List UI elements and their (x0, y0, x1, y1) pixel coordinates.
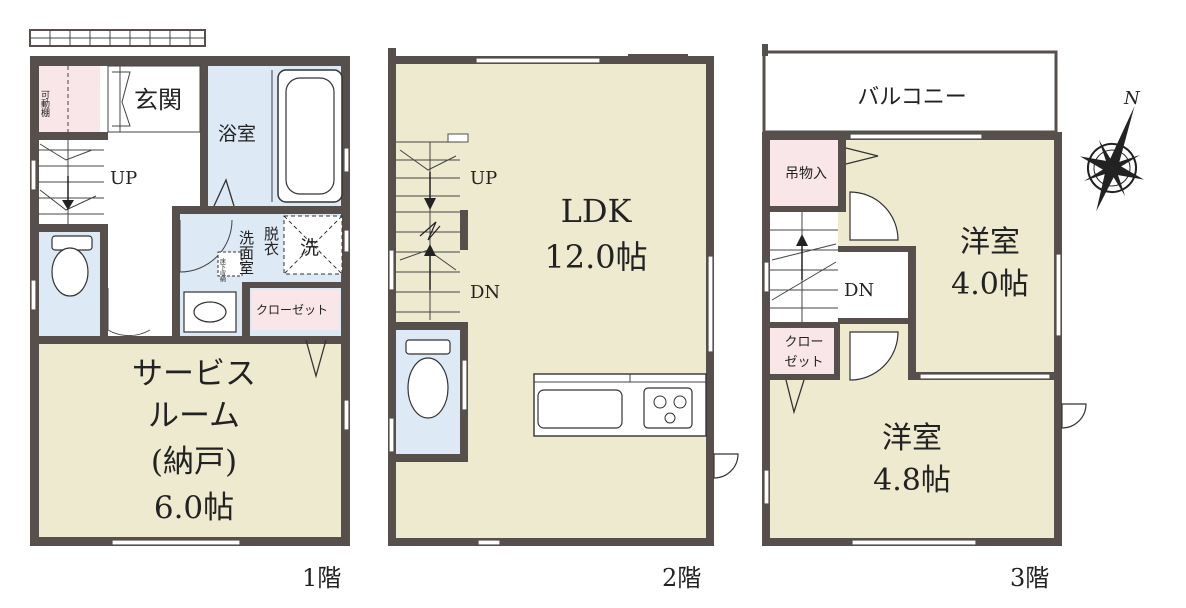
washer-label: 洗 (300, 237, 319, 259)
service-room-label-1: サービス (132, 356, 256, 392)
dressing-label: 脱衣 (262, 226, 280, 256)
compass-rose-icon (1080, 105, 1144, 212)
room-b-name: 洋室 (882, 421, 942, 456)
stairs-2-up-label: UP (470, 168, 497, 189)
ldk-size: 12.0帖 (544, 238, 647, 276)
toilet-2 (405, 339, 451, 419)
floor-1-label: 1階 (302, 564, 341, 592)
hanging-storage-floor (770, 140, 842, 206)
hanging-storage-label: 吊物入 (785, 166, 827, 182)
toilet-1 (51, 235, 93, 297)
service-room-label-3: (納戸) (151, 444, 237, 480)
closet-3-floor (770, 326, 838, 376)
room-a-size: 4.0帖 (951, 267, 1029, 302)
stairs-2 (396, 141, 460, 320)
balcony (762, 50, 1058, 134)
shelf-floor (38, 66, 100, 132)
closet-3-label-2: ゼット (784, 355, 823, 370)
floor-3: バルコニー 吊物入 DN クロー ゼット 洋室 4.0帖 洋室 4.8帖 3階 (762, 44, 1087, 592)
compass-north-label: N (1123, 88, 1141, 109)
closet-1-floor (252, 290, 340, 330)
entrance-label: 玄関 (134, 86, 182, 114)
kitchen-counter (533, 373, 707, 437)
stairs-3 (770, 212, 838, 322)
ldk-floor (396, 64, 706, 540)
bathroom-label: 浴室 (218, 123, 256, 145)
stairs-1 (38, 140, 104, 224)
room-a-name: 洋室 (960, 225, 1020, 260)
service-room-floor (38, 343, 348, 540)
shelf-label: 可動棚 (39, 90, 50, 118)
stairs-2-down-label: DN (470, 282, 500, 303)
closet-1-label: クローゼット (256, 303, 328, 317)
kitchen-sink (537, 389, 623, 429)
room-b-size: 4.8帖 (873, 463, 951, 498)
stairs-3-down-label: DN (844, 280, 874, 301)
balcony-label: バルコニー (857, 85, 967, 110)
stove-icon (643, 387, 693, 429)
floor-1: 可動棚 玄関 浴室 洗面室 脱衣 洗 床下収納 クローゼット UP サービス ル… (29, 29, 350, 592)
floor-2: UP DN LDK 12.0帖 2階 (388, 48, 739, 592)
underfloor-label: 床下収納 (219, 257, 226, 283)
service-room-label-2: ルーム (148, 398, 240, 434)
ldk-name: LDK (561, 192, 633, 230)
service-room-size: 6.0帖 (154, 490, 234, 526)
floor-2-label: 2階 (662, 564, 701, 592)
washer-space (283, 215, 343, 275)
floor-3-label: 3階 (1010, 564, 1049, 592)
stairs-1-up-label: UP (110, 168, 137, 189)
closet-3-label-1: クロー (784, 335, 823, 350)
porch-rail (29, 29, 206, 47)
bathtub (277, 69, 343, 203)
washroom-label: 洗面室 (237, 230, 255, 275)
